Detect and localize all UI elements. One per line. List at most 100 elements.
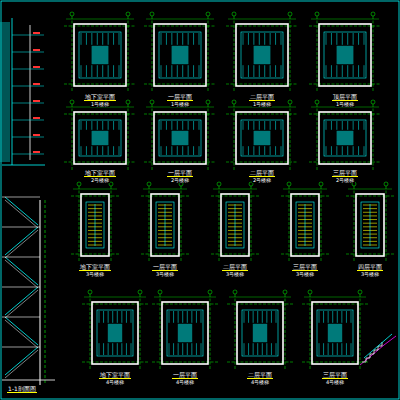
cad-stroke (287, 182, 291, 186)
cad-stroke (283, 290, 287, 294)
plan-title: 地下室平面 (99, 372, 131, 379)
cad-stroke (324, 32, 366, 78)
cad-stroke (108, 343, 109, 355)
cad-stroke (264, 146, 265, 155)
cad-stroke (86, 202, 104, 248)
cad-stroke (79, 32, 121, 78)
cad-stroke (234, 16, 235, 92)
cad-stroke (206, 100, 210, 104)
cad-stroke (196, 311, 197, 323)
cad-stroke (281, 196, 329, 197)
cad-stroke (178, 311, 179, 323)
cad-stroke (253, 343, 254, 355)
cad-stroke (12, 103, 44, 104)
plan-title: 四层平面 (357, 264, 383, 271)
cad-stroke (196, 343, 197, 355)
cad-stroke (108, 121, 109, 130)
cad-stroke (88, 290, 92, 294)
cad-stroke (74, 24, 126, 86)
cad-stroke (281, 65, 282, 77)
cad-stroke (193, 146, 194, 155)
cad-stroke (81, 146, 82, 155)
cad-stroke (173, 343, 174, 355)
cad-stroke (113, 33, 114, 45)
cad-stroke (121, 343, 122, 355)
cad-stroke (229, 297, 291, 298)
plan-title: 一层平面 (152, 264, 178, 271)
cad-stroke (341, 343, 342, 355)
cad-stroke (331, 121, 332, 130)
cad-stroke (206, 12, 210, 16)
cad-stroke (117, 343, 118, 355)
cad-stroke (138, 290, 142, 294)
cad-stroke (144, 26, 216, 27)
cad-stroke (152, 16, 153, 92)
cad-stroke (275, 146, 276, 155)
cad-stroke (64, 26, 136, 27)
cad-stroke (187, 311, 188, 323)
cad-stroke (108, 311, 109, 323)
cad-stroke (5, 317, 38, 345)
cad-stroke (347, 146, 348, 155)
cad-stroke (86, 146, 87, 155)
cad-stroke (271, 311, 272, 323)
cad-stroke (92, 46, 109, 64)
cad-stroke (64, 162, 136, 163)
cad-stroke (251, 186, 252, 262)
cad-stroke (79, 120, 121, 156)
cad-stroke (328, 311, 329, 323)
cad-stroke (319, 311, 320, 323)
plan-title: 三层平面 (292, 264, 318, 271)
cad-stroke (141, 254, 189, 255)
cad-stroke (103, 343, 104, 355)
cad-stroke (33, 66, 40, 68)
cad-stroke (79, 186, 80, 262)
stair-plan (82, 290, 148, 370)
cad-stroke (141, 196, 189, 197)
cad-stroke (117, 311, 118, 323)
cad-stroke (5, 227, 38, 255)
cad-stroke (201, 311, 202, 323)
cad-stroke (243, 65, 244, 77)
cad-stroke (253, 33, 254, 45)
cad-stroke (91, 33, 92, 45)
cad-stroke (126, 100, 130, 104)
cad-stroke (264, 65, 265, 77)
cad-stroke (64, 84, 136, 85)
cad-stroke (289, 186, 290, 262)
cad-stroke (5, 200, 38, 228)
cad-stroke (281, 33, 282, 45)
cad-stroke (276, 311, 277, 323)
cad-stroke (12, 35, 44, 36)
cad-stroke (99, 343, 100, 355)
cad-stroke (171, 33, 172, 45)
cad-stroke (210, 294, 211, 370)
plan-title: 二层平面 (222, 264, 248, 271)
stair-plan (144, 100, 216, 170)
cad-stroke (144, 114, 216, 115)
cad-stroke (244, 311, 245, 323)
cad-stroke (102, 33, 103, 45)
level-marks (12, 32, 44, 154)
cad-stroke (364, 121, 365, 130)
cad-stroke (147, 182, 151, 186)
stair-number: 1号楼梯 (170, 102, 190, 107)
cad-stroke (166, 146, 167, 155)
plan-title: 顶层平面 (332, 94, 358, 101)
cad-stroke (191, 311, 192, 323)
stair-plan (226, 100, 298, 170)
cad-stroke (188, 121, 189, 130)
cad-stroke (121, 311, 122, 323)
cad-stroke (326, 65, 327, 77)
cad-stroke (113, 65, 114, 77)
cad-stroke (126, 311, 127, 323)
cad-stroke (171, 121, 172, 130)
cad-stroke (113, 121, 114, 130)
cad-stroke (288, 12, 292, 16)
cad-stroke (308, 290, 312, 294)
cad-stroke (173, 311, 174, 323)
cad-stroke (66, 19, 134, 20)
cad-stroke (237, 302, 283, 364)
cad-stroke (166, 65, 167, 77)
cad-stroke (336, 33, 337, 45)
